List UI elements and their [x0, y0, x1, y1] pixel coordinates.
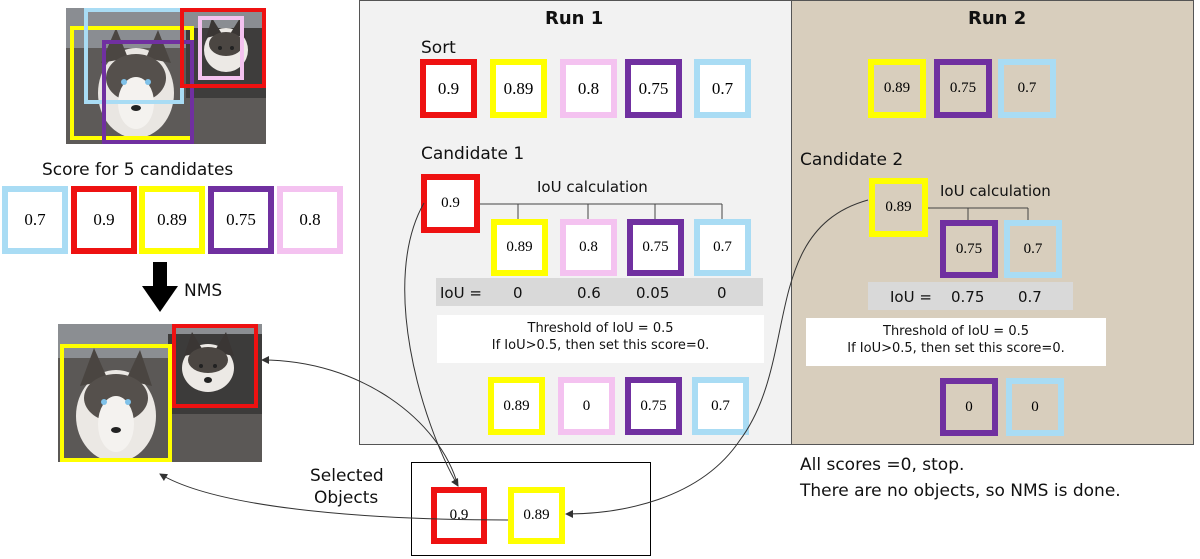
candidate-box-purple: [102, 40, 194, 144]
run2-iou-value-1: 0.7: [1018, 288, 1042, 306]
score-title: Score for 5 candidates: [42, 160, 234, 180]
nms-down-arrow: [142, 262, 178, 312]
result-box-red: [172, 324, 258, 408]
candidate-score-yellow: 0.89: [139, 186, 205, 254]
run2-threshold-line2: If IoU>0.5, then set this score=0.: [847, 341, 1065, 356]
run1-iou-value-1: 0.6: [577, 284, 601, 302]
run1-sorted-yellow: 0.89: [490, 59, 547, 118]
selected-yellow: 0.89: [508, 487, 565, 544]
run1-iou-row-label: IoU =: [440, 284, 482, 302]
run2-result-purple: 0: [940, 378, 998, 436]
run2-threshold-line1: Threshold of IoU = 0.5: [883, 324, 1029, 339]
result-box-yellow: [60, 344, 172, 462]
nms-label: NMS: [184, 281, 223, 301]
run1-threshold-line1: Threshold of IoU = 0.5: [527, 321, 674, 336]
output-photo: [58, 324, 262, 462]
husky-photo-illustration: [66, 8, 266, 144]
run1-sorted-purple: 0.75: [625, 59, 682, 118]
run1-iou-value-0: 0: [513, 284, 523, 302]
run1-sorted-pink: 0.8: [560, 59, 617, 118]
run2-title: Run 2: [968, 8, 1027, 29]
run1-sorted-lightblue: 0.7: [694, 59, 751, 118]
run2-iou-value-0: 0.75: [951, 288, 985, 306]
candidate-box-red: [180, 8, 266, 88]
candidate-score-pink: 0.8: [277, 186, 343, 254]
run1-result-lightblue: 0.7: [692, 377, 749, 435]
run1-candidate-box: 0.9: [421, 174, 480, 233]
run1-compare-pink: 0.8: [560, 219, 617, 276]
run1-compare-yellow: 0.89: [491, 219, 548, 276]
run1-result-yellow: 0.89: [488, 377, 545, 435]
run1-iou-label: IoU calculation: [537, 178, 648, 196]
run2-compare-purple: 0.75: [940, 220, 998, 278]
run2-compare-lightblue: 0.7: [1004, 220, 1062, 278]
run2-candidate-label: Candidate 2: [800, 150, 904, 170]
run2-tree-connector: [928, 207, 1029, 222]
run1-iou-value-2: 0.05: [636, 284, 670, 302]
run1-sort-label: Sort: [421, 38, 456, 58]
run1-result-pink: 0: [558, 377, 615, 435]
conclusion-line2: There are no objects, so NMS is done.: [800, 481, 1121, 501]
run1-iou-value-3: 0: [717, 284, 727, 302]
run2-sorted-yellow: 0.89: [868, 59, 926, 118]
run2-sorted-purple: 0.75: [934, 59, 992, 118]
run1-compare-lightblue: 0.7: [694, 219, 751, 276]
run2-iou-bar: [868, 282, 1073, 310]
run1-sorted-red: 0.9: [420, 59, 477, 118]
run2-result-lightblue: 0: [1006, 378, 1064, 436]
run1-compare-purple: 0.75: [627, 219, 684, 276]
husky-result-illustration: [58, 324, 262, 462]
input-photo: [66, 8, 266, 144]
candidate-box-pink: [198, 16, 244, 80]
run1-title: Run 1: [545, 8, 604, 29]
run2-iou-row-label: IoU =: [890, 288, 932, 306]
selected-label-line1: Selected: [310, 466, 384, 486]
run2-iou-label: IoU calculation: [940, 182, 1051, 200]
run1-threshold-line2: If IoU>0.5, then set this score=0.: [491, 338, 710, 353]
candidate-score-lightblue: 0.7: [2, 186, 68, 254]
run2-sorted-lightblue: 0.7: [998, 59, 1056, 118]
run1-result-purple: 0.75: [625, 377, 682, 435]
run2-candidate-box: 0.89: [869, 178, 928, 237]
selected-red: 0.9: [431, 487, 487, 544]
conclusion-line1: All scores =0, stop.: [800, 455, 965, 475]
run1-candidate-label: Candidate 1: [421, 144, 525, 164]
candidate-score-red: 0.9: [71, 186, 137, 254]
candidate-score-purple: 0.75: [208, 186, 274, 254]
selected-label-line2: Objects: [314, 488, 379, 508]
run2-threshold-note: Threshold of IoU = 0.5 If IoU>0.5, then …: [806, 318, 1106, 366]
run1-threshold-note: Threshold of IoU = 0.5 If IoU>0.5, then …: [437, 315, 764, 363]
